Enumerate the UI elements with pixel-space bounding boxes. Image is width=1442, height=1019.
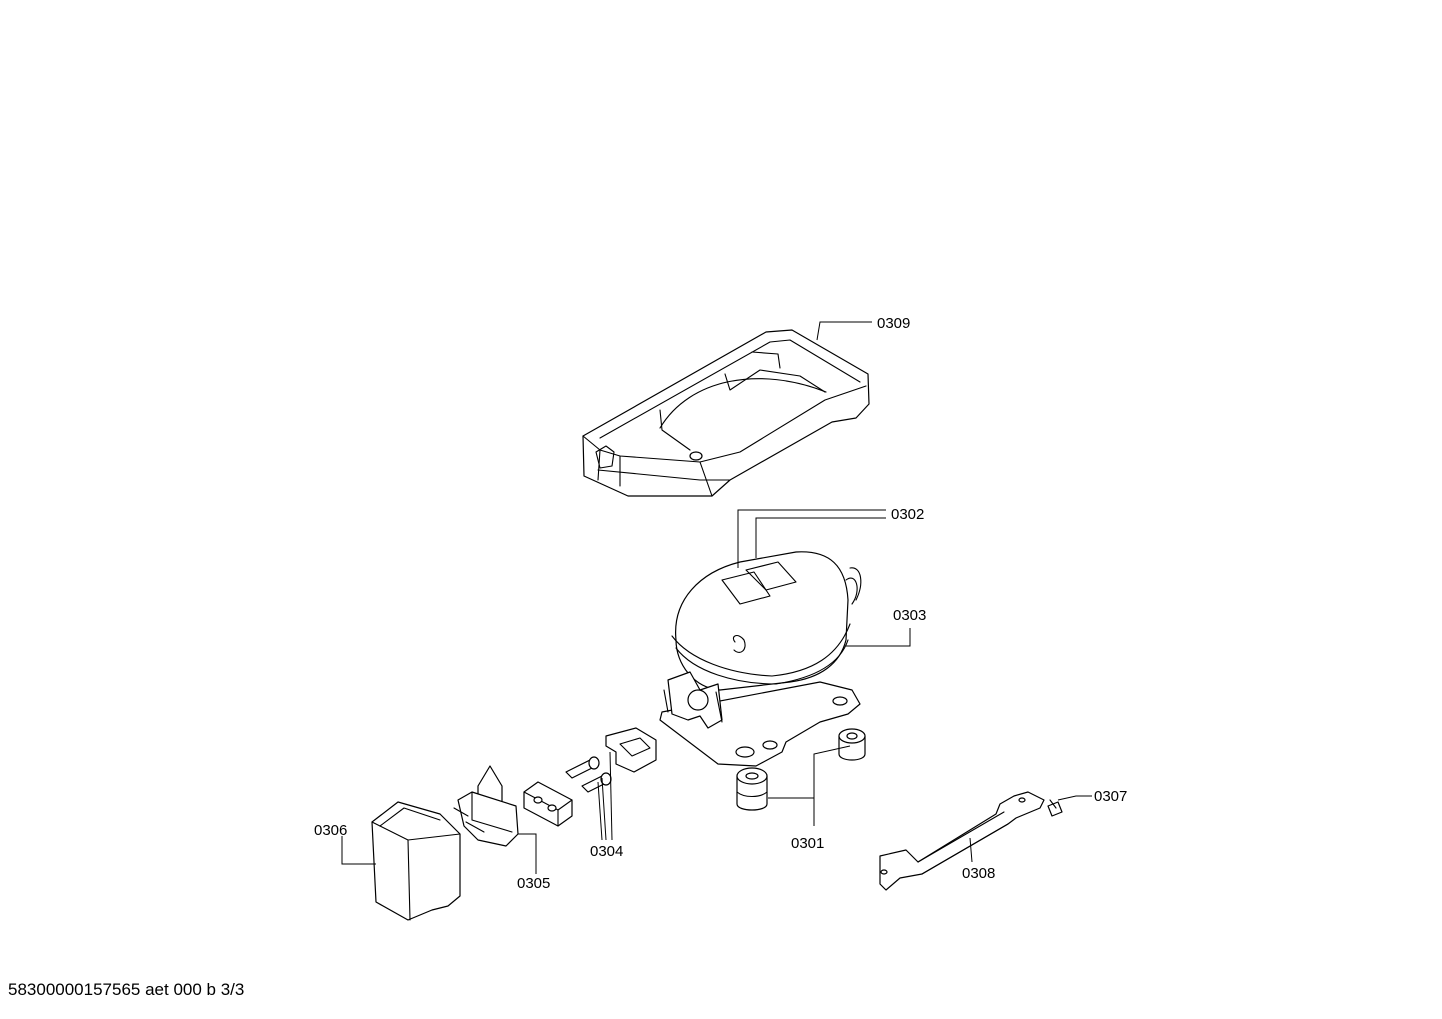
- label-0306: 0306: [314, 822, 347, 839]
- part-0308-bracket: [879, 791, 1045, 891]
- label-0302: 0302: [891, 506, 924, 523]
- part-0305-relay: [453, 765, 519, 847]
- label-0305: 0305: [517, 875, 550, 892]
- label-0309: 0309: [877, 315, 910, 332]
- leader-lines: [341, 321, 1092, 874]
- part-0309-drip-tray: [582, 329, 870, 497]
- document-code: 58300000157565 aet 000 b 3/3: [8, 980, 245, 999]
- part-0303-compressor: [659, 551, 862, 767]
- part-spacer-block: [523, 781, 573, 827]
- label-0303: 0303: [893, 607, 926, 624]
- part-0307-small-clip: [1047, 799, 1063, 817]
- part-0301-grommets: [736, 728, 866, 811]
- label-0307: 0307: [1094, 788, 1127, 805]
- label-0301: 0301: [791, 835, 824, 852]
- part-0306-cover: [371, 801, 461, 921]
- part-0304-clip-screws: [565, 727, 657, 793]
- label-0304: 0304: [590, 843, 623, 860]
- label-0308: 0308: [962, 865, 995, 882]
